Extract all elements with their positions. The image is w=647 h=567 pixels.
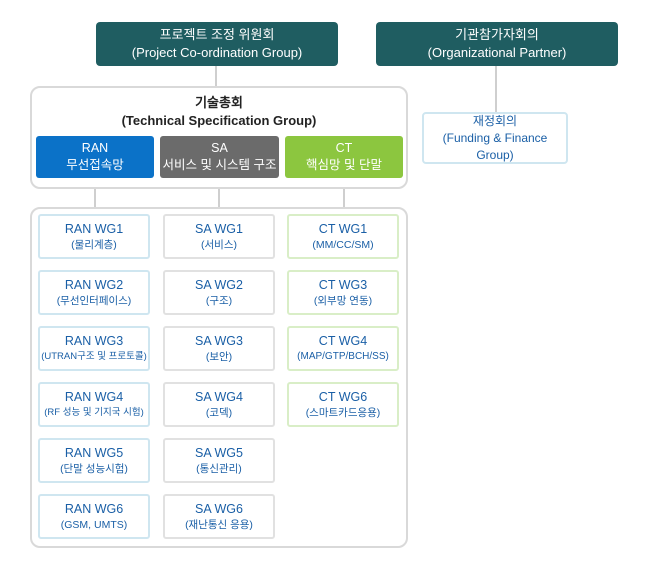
wg-desc: (재난통신 응용)	[185, 518, 253, 531]
tsg-ct-desc: 핵심망 및 단말	[306, 158, 382, 172]
tsg-ran-desc: 무선접속망	[66, 158, 124, 172]
wg-name: RAN WG3	[64, 333, 124, 348]
sa-wg4-box: SA WG4 (코덱)	[163, 382, 275, 427]
wg-name: SA WG4	[195, 389, 243, 404]
pcg-title: 프로젝트 조정 위원회	[159, 27, 275, 42]
tsg-sa-name: SA	[211, 141, 228, 155]
wg-name: RAN WG2	[64, 277, 124, 292]
tsg-title: 기술총회	[195, 95, 243, 110]
wg-desc: (서비스)	[201, 238, 237, 251]
organizational-partner-box: 기관참가자회의 (Organizational Partner)	[376, 22, 618, 66]
sa-wg2-box: SA WG2 (구조)	[163, 270, 275, 315]
project-coordination-group-box: 프로젝트 조정 위원회 (Project Co-ordination Group…	[96, 22, 338, 66]
tsg-ran-name: RAN	[81, 141, 109, 155]
wg-name: RAN WG5	[64, 445, 124, 460]
wg-name: SA WG5	[195, 445, 243, 460]
tsg-ran-box: RAN 무선접속망	[36, 136, 154, 178]
wg-desc: (RF 성능 및 기지국 시험)	[44, 406, 144, 418]
wg-name: SA WG6	[195, 501, 243, 516]
wg-desc: (MM/CC/SM)	[312, 238, 374, 251]
wg-name: CT WG6	[318, 389, 368, 404]
connector-line	[495, 66, 497, 112]
wg-name: RAN WG6	[64, 501, 124, 516]
wg-name: RAN WG1	[64, 221, 124, 236]
tsg-subtitle: (Technical Specification Group)	[121, 113, 317, 128]
tsg-heading: 기술총회 (Technical Specification Group)	[30, 94, 408, 130]
working-groups-panel	[30, 207, 408, 548]
connector-line	[94, 189, 96, 209]
op-title: 기관참가자회의	[455, 27, 539, 42]
wg-name: CT WG4	[318, 333, 368, 348]
tsg-ct-box: CT 핵심망 및 단말	[285, 136, 403, 178]
funding-subtitle: (Funding & Finance Group)	[442, 130, 548, 162]
connector-line	[218, 189, 220, 209]
ct-wg6-box: CT WG6 (스마트카드응용)	[287, 382, 399, 427]
sa-wg3-box: SA WG3 (보안)	[163, 326, 275, 371]
ran-wg5-box: RAN WG5 (단말 성능시험)	[38, 438, 150, 483]
wg-desc: (보안)	[205, 350, 233, 363]
sa-wg1-box: SA WG1 (서비스)	[163, 214, 275, 259]
ct-wg4-box: CT WG4 (MAP/GTP/BCH/SS)	[287, 326, 399, 371]
funding-title: 재정회의	[472, 113, 518, 128]
wg-desc: (무선인터페이스)	[56, 294, 132, 307]
wg-desc: (MAP/GTP/BCH/SS)	[297, 350, 389, 362]
tsg-sa-desc: 서비스 및 시스템 구조	[162, 158, 277, 172]
ran-wg3-box: RAN WG3 (UTRAN구조 및 프로토콜)	[38, 326, 150, 371]
pcg-subtitle: (Project Co-ordination Group)	[131, 45, 303, 60]
wg-desc: (UTRAN구조 및 프로토콜)	[41, 350, 147, 362]
wg-name: SA WG2	[195, 277, 243, 292]
tsg-sa-box: SA 서비스 및 시스템 구조	[160, 136, 279, 178]
wg-name: RAN WG4	[64, 389, 124, 404]
wg-desc: (물리계층)	[71, 238, 117, 251]
wg-name: SA WG3	[195, 333, 243, 348]
ct-wg3-box: CT WG3 (외부망 연동)	[287, 270, 399, 315]
ct-wg1-box: CT WG1 (MM/CC/SM)	[287, 214, 399, 259]
wg-name: SA WG1	[195, 221, 243, 236]
ran-wg6-box: RAN WG6 (GSM, UMTS)	[38, 494, 150, 539]
ran-wg1-box: RAN WG1 (물리계층)	[38, 214, 150, 259]
wg-name: CT WG1	[318, 221, 368, 236]
tsg-ct-name: CT	[335, 141, 353, 155]
sa-wg5-box: SA WG5 (통신관리)	[163, 438, 275, 483]
connector-line	[343, 189, 345, 209]
wg-desc: (구조)	[205, 294, 233, 307]
ran-wg2-box: RAN WG2 (무선인터페이스)	[38, 270, 150, 315]
connector-line	[215, 66, 217, 88]
op-subtitle: (Organizational Partner)	[427, 45, 567, 60]
wg-desc: (GSM, UMTS)	[60, 518, 128, 531]
wg-desc: (외부망 연동)	[313, 294, 373, 307]
wg-desc: (통신관리)	[196, 462, 242, 475]
funding-finance-box: 재정회의 (Funding & Finance Group)	[422, 112, 568, 164]
sa-wg6-box: SA WG6 (재난통신 응용)	[163, 494, 275, 539]
wg-desc: (스마트카드응용)	[305, 406, 381, 419]
wg-name: CT WG3	[318, 277, 368, 292]
ran-wg4-box: RAN WG4 (RF 성능 및 기지국 시험)	[38, 382, 150, 427]
wg-desc: (단말 성능시험)	[60, 462, 128, 475]
wg-desc: (코덱)	[205, 406, 233, 419]
